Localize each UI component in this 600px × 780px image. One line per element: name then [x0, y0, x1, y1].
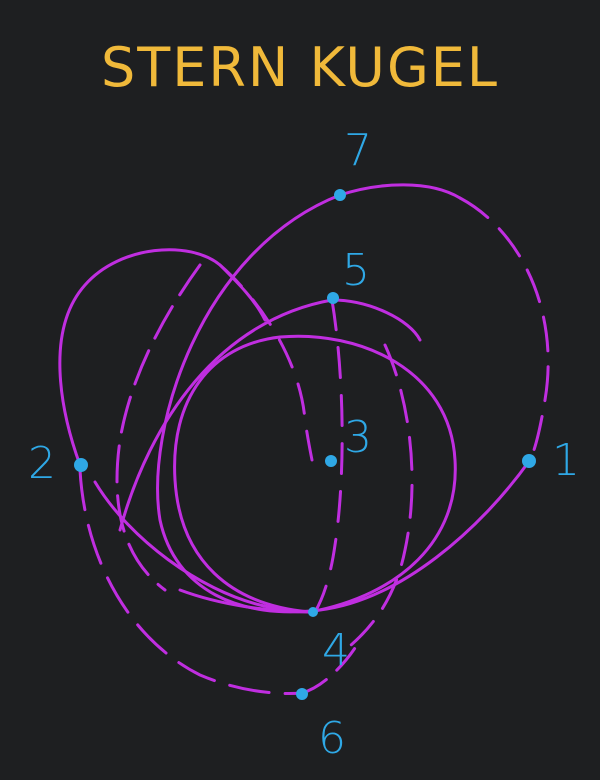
point-label-5: 5 — [342, 245, 370, 296]
point-3 — [325, 455, 337, 467]
curves — [58, 183, 550, 696]
point-label-6: 6 — [318, 713, 346, 764]
meridian-dashed — [313, 298, 344, 614]
diagram-title: STERN KUGEL — [101, 36, 499, 99]
inner-circle — [173, 334, 457, 614]
point-label-2: 2 — [28, 438, 56, 489]
great-circle-2-5-arc — [118, 298, 422, 532]
right-dashed-arc — [343, 343, 414, 652]
point-label-1: 1 — [552, 435, 580, 486]
large-circle-solid-arc — [156, 183, 532, 614]
large-circle-dashed-arc — [458, 196, 550, 462]
left-dashed-outer — [78, 468, 304, 696]
point-4 — [308, 607, 318, 617]
bottom-link — [178, 588, 314, 614]
point-6 — [296, 688, 308, 700]
point-label-4: 4 — [322, 625, 350, 676]
left-dashed-inner — [115, 263, 202, 592]
point-5 — [327, 292, 339, 304]
point-label-3: 3 — [344, 412, 372, 463]
point-1 — [522, 454, 536, 468]
point-label-7: 7 — [344, 125, 372, 176]
point-7 — [334, 189, 346, 201]
points — [74, 189, 536, 700]
meridian-dashed-left — [218, 263, 314, 462]
point-2 — [74, 458, 88, 472]
